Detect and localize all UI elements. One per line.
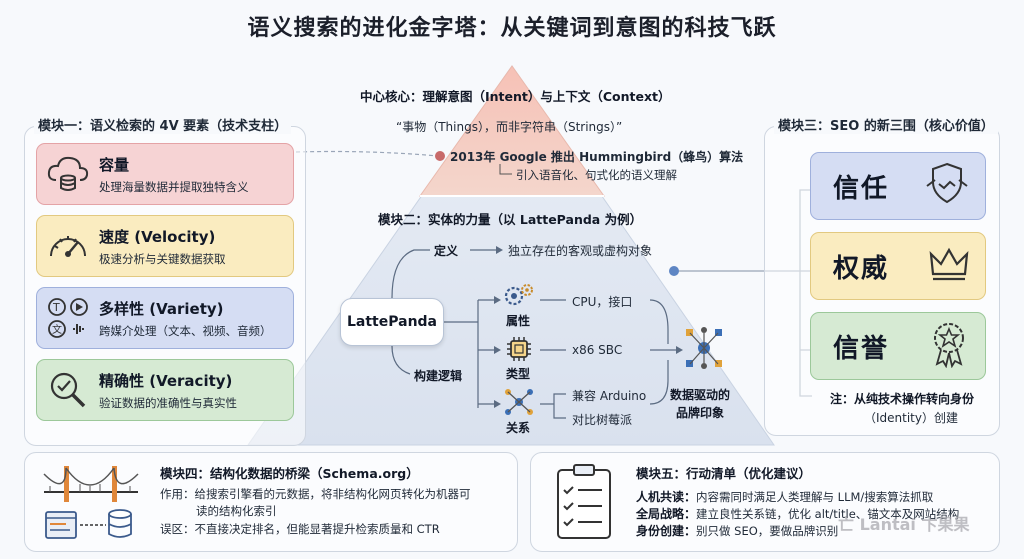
award-badge-icon <box>927 320 971 372</box>
card-veracity: 精确性 (Veracity) 验证数据的准确性与真实性 <box>36 359 294 421</box>
crown-icon <box>927 244 971 288</box>
action-item-1-label: 人机共读： <box>636 490 697 504</box>
card-variety-title: 多样性 (Variety) <box>99 299 224 318</box>
module4-role-line2: 读的结构化索引 <box>196 504 277 518</box>
module4-panel <box>24 452 518 552</box>
card-veracity-title: 精确性 (Veracity) <box>99 371 233 390</box>
type-value: x86 SBC <box>572 343 623 357</box>
data-hub-icon <box>684 326 724 370</box>
chip-icon <box>504 334 534 364</box>
handshake-shield-icon <box>923 160 971 212</box>
logic-label: 构建逻辑 <box>414 369 463 383</box>
watermark: 亡 Lantai 卞果果 <box>838 515 970 534</box>
gears-icon <box>502 282 536 312</box>
card-veracity-desc: 验证数据的准确性与真实性 <box>99 395 237 410</box>
cloud-database-icon <box>37 143 99 205</box>
module3-title: 模块三：SEO 的新三围（核心价值） <box>774 115 998 134</box>
pyramid-base <box>247 65 775 446</box>
action-item-1-text: 内容需同时满足人类理解与 LLM/搜索算法抓取 <box>696 490 934 504</box>
action-item-2: 全局战略：建立良性关系链，优化 alt/title、锚文本及网站结构 <box>636 503 959 522</box>
card-trust: 信任 <box>810 152 986 220</box>
svg-text:T: T <box>52 301 60 314</box>
card-velocity-title: 速度 (Velocity) <box>99 227 216 246</box>
type-label: 类型 <box>506 367 531 381</box>
action-item-1: 人机共读：内容需同时满足人类理解与 LLM/搜索算法抓取 <box>636 486 933 505</box>
action-item-3: 身份创建：别只做 SEO，要做品牌识别 <box>636 520 838 539</box>
hummingbird-detail: 引入语音化、句式化的语义理解 <box>516 168 677 182</box>
checklist-clipboard-icon <box>552 462 616 542</box>
rel-value-arduino: 兼容 Arduino <box>572 389 647 403</box>
module5-title: 模块五：行动清单（优化建议） <box>636 466 812 481</box>
network-icon <box>502 386 536 418</box>
card-trust-label: 信任 <box>833 173 890 204</box>
card-velocity: 速度 (Velocity) 极速分析与关键数据获取 <box>36 215 294 277</box>
card-capacity-desc: 处理海量数据并提取独特含义 <box>99 179 249 194</box>
card-authority-label: 权威 <box>833 253 890 284</box>
rel-value-raspberry: 对比树莓派 <box>572 413 633 427</box>
module4-misconception: 误区：不直接决定排名，但能显著提升检索质量和 CTR <box>160 522 440 536</box>
action-item-2-label: 全局战略： <box>636 507 697 521</box>
definition-text: 独立存在的客观或虚构对象 <box>508 244 653 258</box>
page-title: 语义搜索的进化金字塔：从关键词到意图的科技飞跃 <box>247 16 777 41</box>
speedometer-icon <box>37 215 99 277</box>
hummingbird-event: 2013年 Google 推出 Hummingbird（蜂鸟）算法 <box>450 150 744 164</box>
card-authority: 权威 <box>810 232 986 300</box>
bridge-schema-icon <box>40 462 142 544</box>
magnifier-check-icon <box>37 359 99 421</box>
card-reputation: 信誉 <box>810 312 986 380</box>
action-item-3-label: 身份创建： <box>636 524 697 538</box>
module1-title: 模块一：语义检索的 4V 要素（技术支柱） <box>34 115 292 134</box>
module4-role-line1: 作用：给搜索引擎看的元数据，将非结构化网页转化为机器可 <box>160 487 471 501</box>
action-item-2-text: 建立良性关系链，优化 alt/title、锚文本及网站结构 <box>696 507 960 521</box>
brand-line2: 品牌印象 <box>676 406 725 420</box>
card-variety-desc: 跨媒介处理（文本、视频、音频） <box>99 323 272 338</box>
module3-note-line1: 注：从纯技术操作转向身份 <box>830 392 975 406</box>
center-heading: 中心核心：理解意图（Intent）与上下文（Context） <box>360 89 671 104</box>
definition-label: 定义 <box>434 244 459 258</box>
card-capacity: 容量处理海量数据并提取独特含义 <box>36 143 294 205</box>
attr-value: CPU，接口 <box>572 295 633 309</box>
module4-title: 模块四：结构化数据的桥梁（Schema.org） <box>160 466 419 481</box>
attr-label: 属性 <box>506 314 531 328</box>
module2-title: 模块二：实体的力量（以 LattePanda 为例） <box>378 212 643 227</box>
card-reputation-label: 信誉 <box>833 333 890 364</box>
brand-line1: 数据驱动的 <box>670 388 731 402</box>
card-capacity-title: 容量 <box>99 155 130 174</box>
card-velocity-desc: 极速分析与关键数据获取 <box>99 251 226 266</box>
center-quote: “事物（Things），而非字符串（Strings）” <box>396 120 623 134</box>
module3-note-line2: （Identity）创建 <box>864 411 958 425</box>
svg-text:文: 文 <box>52 323 62 336</box>
rel-label: 关系 <box>506 421 531 435</box>
entity-lattepanda: LattePanda <box>340 298 444 346</box>
action-item-3-text: 别只做 SEO，要做品牌识别 <box>696 524 839 538</box>
